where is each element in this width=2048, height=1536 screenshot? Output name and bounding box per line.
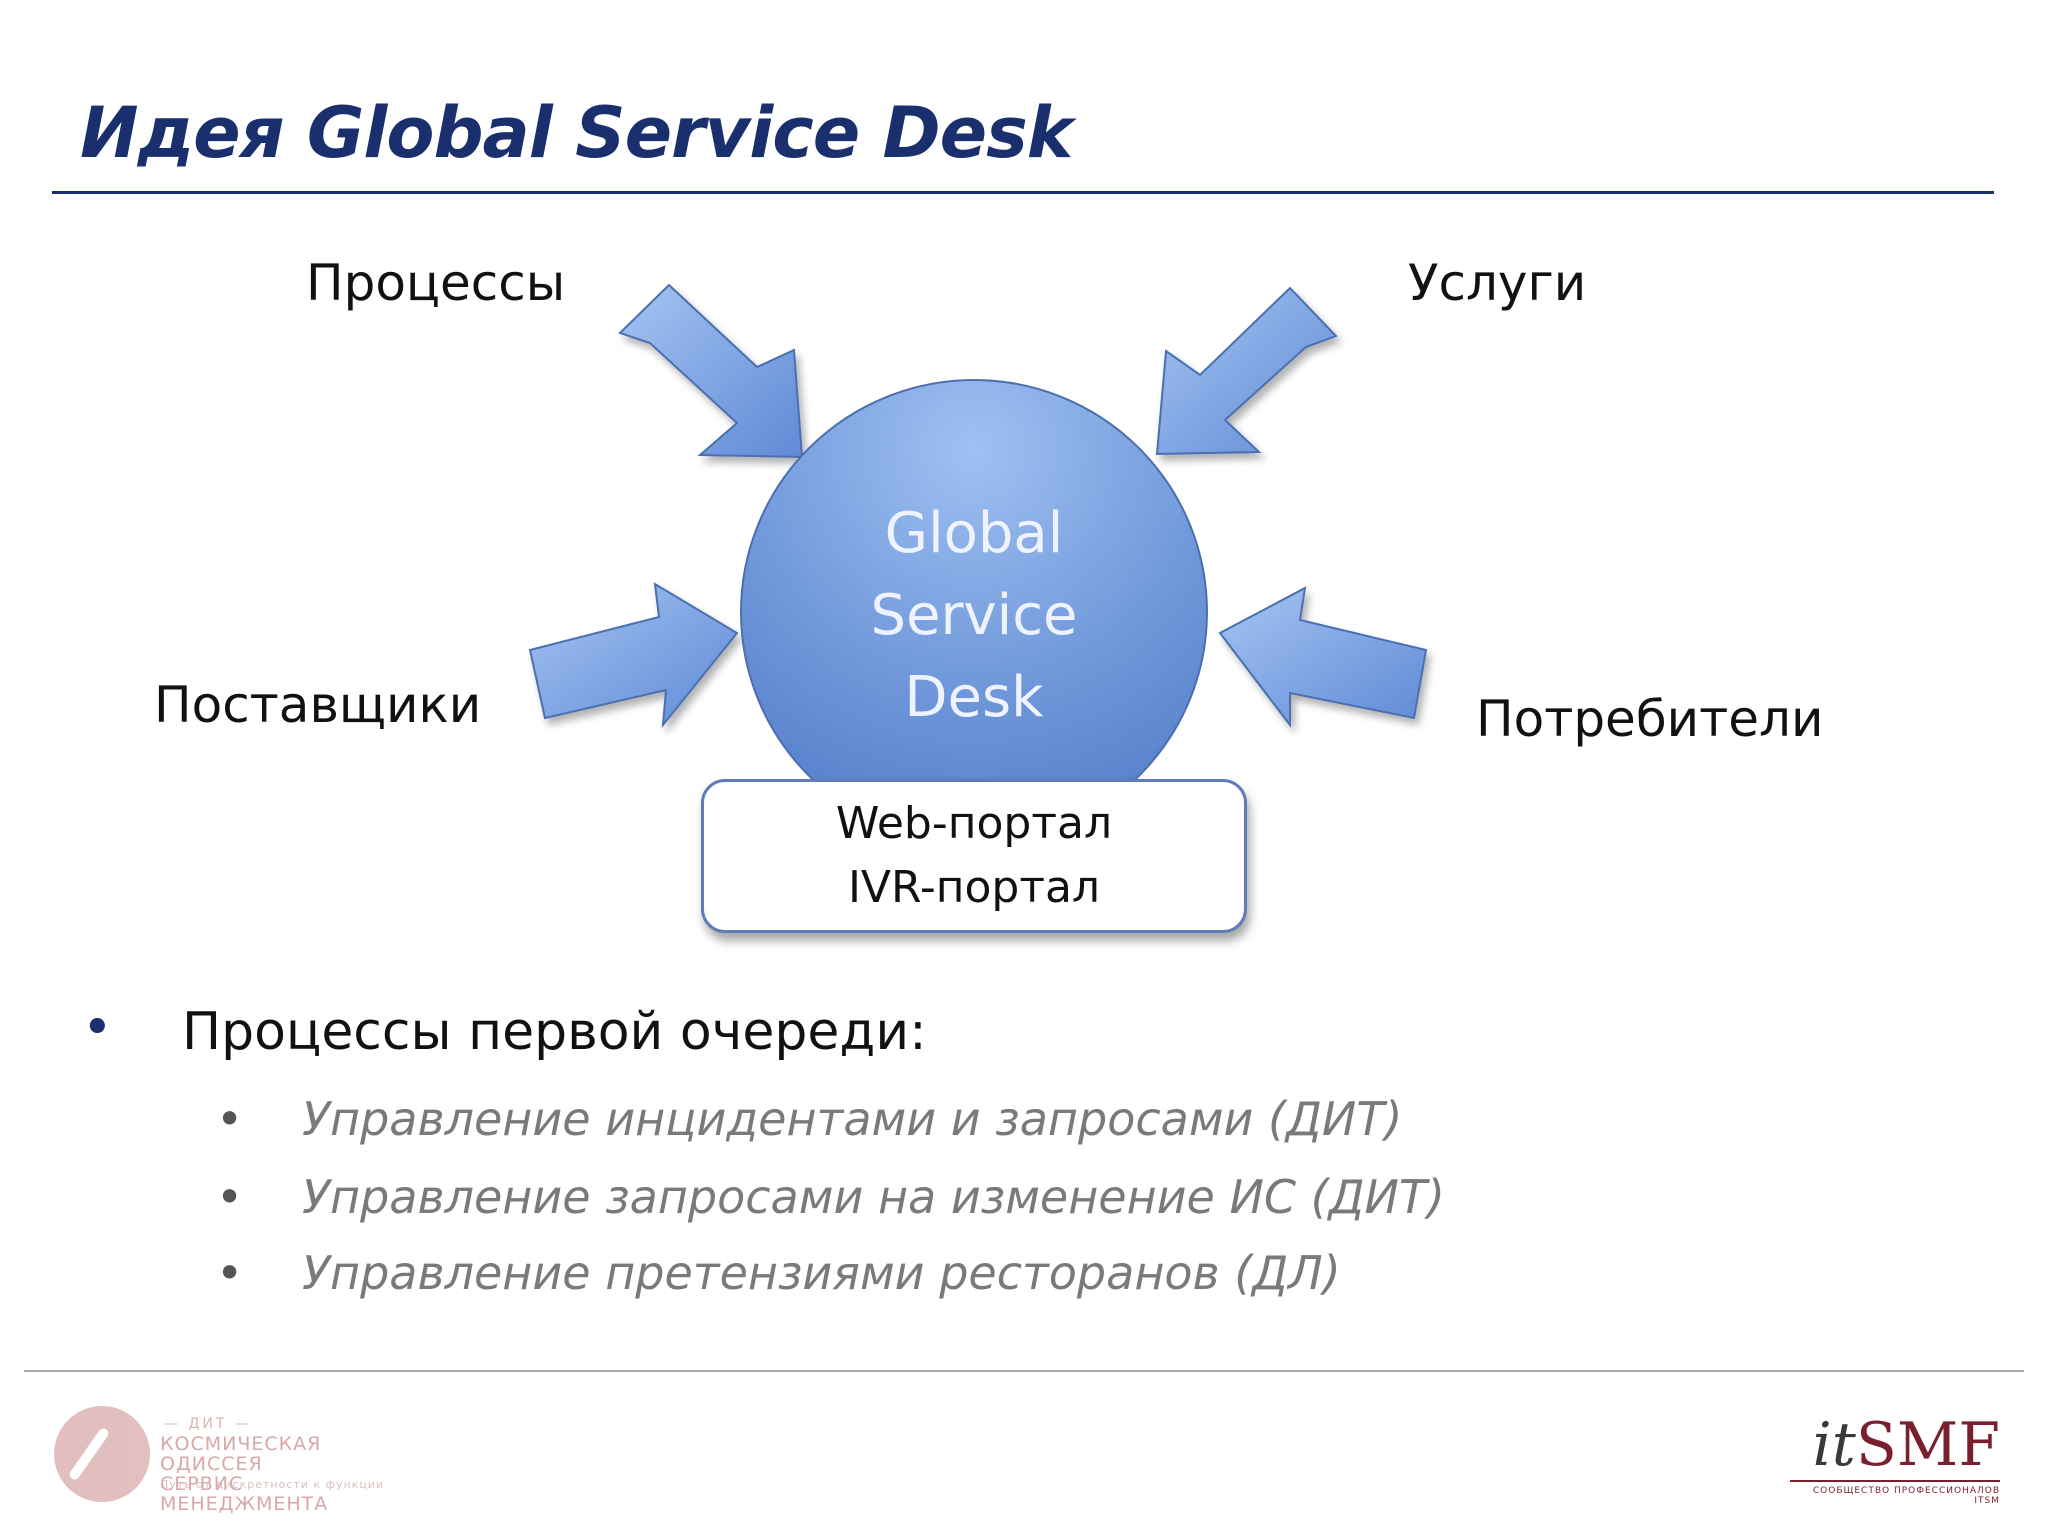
circle-line-2: Service <box>871 583 1078 648</box>
bullet-dot-icon: • <box>82 998 113 1058</box>
main-bullet-text: Процессы первой очереди: <box>182 1002 927 1062</box>
bullet-dot-icon: • <box>216 1170 244 1224</box>
circle-line-1: Global <box>885 501 1064 566</box>
label-services: Услуги <box>1408 254 1587 312</box>
sub-bullet-text: Управление претензиями ресторанов (ДЛ) <box>302 1246 1341 1300</box>
label-consumers: Потребители <box>1476 690 1824 748</box>
rocket-seal-icon <box>54 1406 150 1502</box>
portal-box: Web-портал IVR-портал <box>701 779 1247 933</box>
label-processes: Процессы <box>306 254 566 312</box>
logo-line-2b: СЕРВИС МЕНЕДЖМЕНТА <box>160 1473 329 1515</box>
bullet-dot-icon: • <box>216 1092 244 1146</box>
portal-line-web: Web-портал <box>835 798 1113 849</box>
arrow-consumers <box>1218 586 1428 728</box>
label-suppliers: Поставщики <box>154 676 482 734</box>
itsmf-wordmark: itSMF <box>1790 1410 2000 1480</box>
logo-line-1: — ДИТ — <box>164 1416 252 1432</box>
logo-line-3: Путь от дискретности к функции <box>160 1478 385 1491</box>
itsmf-name: SMF <box>1855 1410 2000 1480</box>
space-odyssey-logo: — ДИТ — КОСМИЧЕСКАЯ ОДИССЕЯ СЕРВИС МЕНЕД… <box>54 1406 394 1514</box>
sub-bullet-text: Управление инцидентами и запросами (ДИТ) <box>302 1092 1403 1146</box>
itsmf-prefix: it <box>1812 1410 1856 1480</box>
logo-line-2a: КОСМИЧЕСКАЯ ОДИССЕЯ <box>160 1433 322 1475</box>
itsmf-tagline: СООБЩЕСТВО ПРОФЕССИОНАЛОВ ITSM <box>1790 1480 2000 1506</box>
sub-bullet-text: Управление запросами на изменение ИС (ДИ… <box>302 1170 1445 1224</box>
slide-title: Идея Global Service Desk <box>80 92 1073 174</box>
circle-line-3: Desk <box>904 665 1044 730</box>
arrow-processes <box>618 283 804 459</box>
logo-line-2: КОСМИЧЕСКАЯ ОДИССЕЯ СЕРВИС МЕНЕДЖМЕНТА <box>160 1434 394 1514</box>
bullet-dot-icon: • <box>216 1246 244 1300</box>
arrow-suppliers <box>528 582 739 729</box>
portal-line-ivr: IVR-портал <box>847 862 1101 913</box>
footer-divider <box>24 1370 2024 1372</box>
title-underline <box>52 191 1994 194</box>
arrow-services <box>1155 286 1338 456</box>
itsmf-logo: itSMF СООБЩЕСТВО ПРОФЕССИОНАЛОВ ITSM <box>1790 1410 2000 1510</box>
